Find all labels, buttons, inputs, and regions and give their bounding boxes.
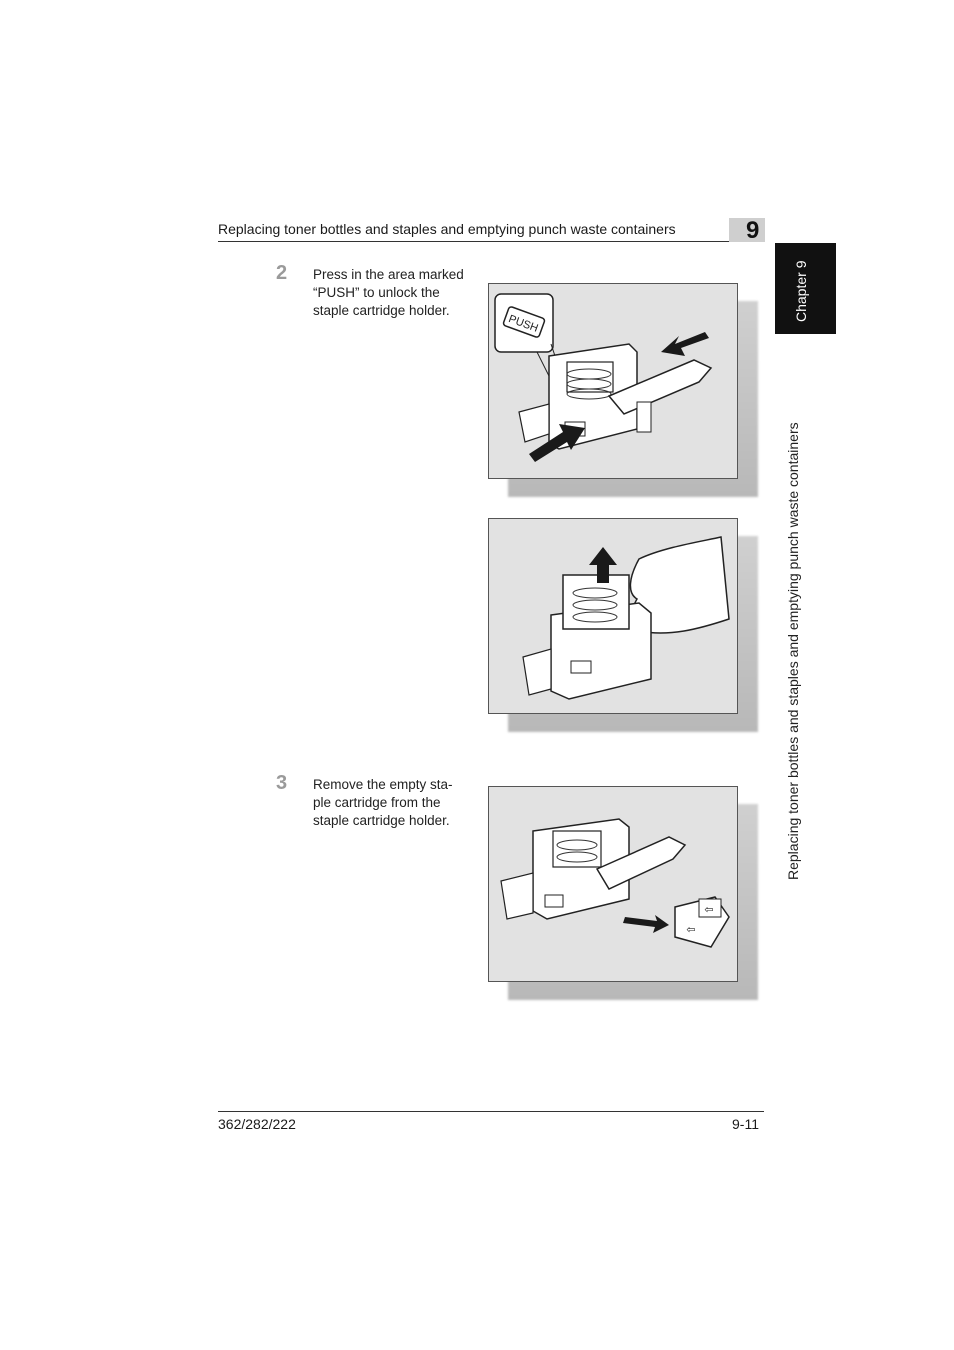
figure-remove-cartridge: ⇦ ⇦ xyxy=(488,786,758,1000)
chapter-number: 9 xyxy=(746,217,760,244)
side-section-title: Replacing toner bottles and staples and … xyxy=(785,422,801,880)
footer-rule xyxy=(218,1111,764,1112)
staple-holder-lift-illustration xyxy=(522,536,730,700)
cartridge-removal-illustration: ⇦ ⇦ xyxy=(500,818,730,948)
chapter-side-tab xyxy=(775,243,836,334)
left-arrow-icon: ⇦ xyxy=(686,923,695,936)
step-text: Press in the area marked“PUSH” to unlock… xyxy=(313,266,473,320)
step-text: Remove the empty sta-ple cartridge from … xyxy=(313,776,473,830)
figure-push-unlock: PUSH xyxy=(488,283,758,497)
step-number: 2 xyxy=(276,262,288,284)
chapter-side-tab-label: Chapter 9 xyxy=(793,260,809,322)
footer-page-number: 9-11 xyxy=(732,1116,759,1132)
footer-model: 362/282/222 xyxy=(218,1116,296,1132)
step-text-content: Remove the empty sta-ple cartridge from … xyxy=(313,777,453,828)
figure-frame: PUSH xyxy=(488,283,738,479)
figure-frame: ⇦ ⇦ xyxy=(488,786,738,982)
chapter-number-box xyxy=(729,218,765,242)
step-text-content: Press in the area marked“PUSH” to unlock… xyxy=(313,267,464,318)
step-number: 3 xyxy=(276,772,288,794)
header-rule xyxy=(218,241,764,242)
figure-frame xyxy=(488,518,738,714)
figure-lift-holder xyxy=(488,518,758,732)
header-title: Replacing toner bottles and staples and … xyxy=(218,221,676,237)
left-arrow-icon: ⇦ xyxy=(704,903,713,916)
staple-holder-push-illustration: PUSH xyxy=(494,293,713,462)
